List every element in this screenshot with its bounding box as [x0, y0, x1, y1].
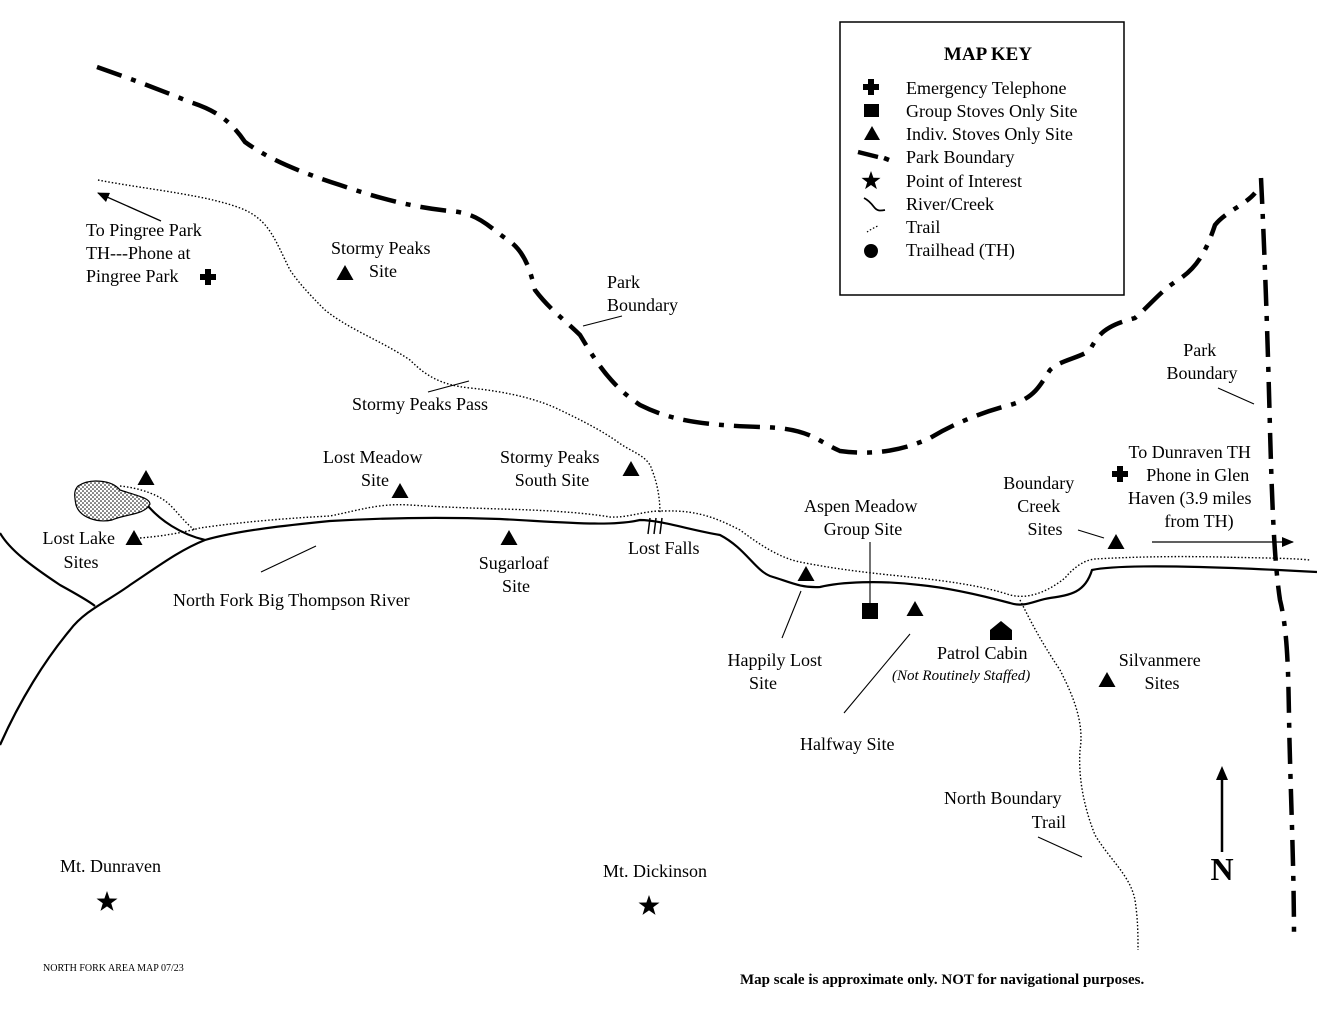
label-park-boundary-west: Park Boundary [607, 272, 678, 315]
map-disclaimer: Map scale is approximate only. NOT for n… [740, 972, 1144, 988]
key-boundary-line-icon [857, 149, 890, 163]
label-stormy-peaks-pass: Stormy Peaks Pass [352, 394, 488, 414]
key-item-label: Trail [906, 217, 940, 237]
triangle-icon[interactable] [500, 530, 518, 545]
triangle-icon[interactable] [797, 566, 815, 581]
triangle-icon[interactable] [125, 530, 143, 545]
label-park-boundary-east: Park Boundary [1167, 340, 1238, 383]
creek-west-branch [0, 532, 96, 607]
map-footer-id: NORTH FORK AREA MAP 07/23 [43, 963, 184, 974]
map-key: MAP KEY Emergency Telephone Group Stoves… [839, 21, 1125, 296]
label-pingree: To Pingree Park TH---Phone at Pingree Pa… [86, 220, 206, 286]
label-sugarloaf: Sugarloaf Site [479, 553, 553, 596]
river-north-fork [0, 516, 1317, 746]
triangle-icon[interactable] [336, 265, 354, 280]
triangle-icon[interactable] [622, 461, 640, 476]
trail-north-boundary [1019, 599, 1139, 951]
label-stormy-peaks-south: Stormy Peaks South Site [500, 447, 604, 490]
label-silvanmere: Silvanmere Sites [1119, 650, 1205, 693]
park-boundary-east [1258, 177, 1297, 941]
trail-main-valley [139, 503, 1311, 597]
lost-lake [74, 480, 151, 522]
key-triangle-icon [864, 126, 880, 140]
key-item-label: River/Creek [906, 194, 994, 214]
label-aspen-meadow: Aspen Meadow Group Site [804, 496, 922, 539]
cross-icon[interactable] [200, 269, 216, 285]
key-item-label: Emergency Telephone [906, 78, 1067, 98]
label-mt-dickinson: Mt. Dickinson [603, 861, 707, 881]
key-star-icon [861, 171, 881, 190]
patrol-cabin-icon[interactable] [990, 621, 1012, 640]
leader-lines [260, 315, 1255, 858]
triangle-icon[interactable] [1107, 534, 1125, 549]
label-lost-lake: Lost Lake Sites [43, 528, 120, 572]
key-item-label: Trailhead (TH) [906, 240, 1015, 261]
label-mt-dunraven: Mt. Dunraven [60, 856, 161, 876]
square-icon[interactable] [862, 603, 878, 619]
label-happily-lost: Happily Lost Site [728, 650, 827, 693]
park-boundary-north [96, 64, 1257, 455]
triangle-icon[interactable] [137, 470, 155, 485]
key-item-label: Indiv. Stoves Only Site [906, 124, 1073, 144]
triangle-icon[interactable] [1098, 672, 1116, 687]
key-item-label: Point of Interest [906, 171, 1022, 191]
map-key-title: MAP KEY [944, 44, 1032, 65]
star-icon[interactable] [96, 891, 118, 911]
star-icon[interactable] [638, 895, 660, 915]
label-patrol-cabin: Patrol Cabin [937, 643, 1028, 663]
triangle-icon[interactable] [906, 601, 924, 616]
label-boundary-creek: Boundary Creek Sites [1003, 473, 1079, 539]
label-north-boundary-trail: North Boundary Trail [944, 788, 1066, 832]
label-halfway: Halfway Site [800, 734, 894, 754]
lost-falls-marks [647, 517, 663, 535]
trail-pingree [97, 179, 661, 515]
key-trail-line-icon [866, 225, 879, 233]
label-lost-meadow: Lost Meadow Site [323, 447, 427, 490]
key-river-line-icon [863, 197, 886, 212]
key-circle-icon [864, 244, 878, 258]
label-stormy-peaks-site: Stormy Peaks Site [331, 238, 435, 281]
label-patrol-cabin-note: (Not Routinely Staffed) [892, 668, 1030, 684]
lost-lake-outflow [147, 505, 206, 542]
key-item-label: Park Boundary [906, 147, 1014, 167]
north-arrow: N [1210, 766, 1234, 887]
pingree-arrow [97, 192, 162, 222]
cross-icon[interactable] [1112, 466, 1128, 482]
label-lost-falls: Lost Falls [628, 538, 700, 558]
key-square-icon [864, 104, 879, 117]
key-cross-icon [863, 79, 879, 95]
key-item-label: Group Stoves Only Site [906, 101, 1078, 121]
trail-lost-lake [119, 485, 196, 531]
label-dunraven-th: To Dunraven TH Phone in Glen Haven (3.9 … [1128, 442, 1256, 532]
north-label: N [1210, 851, 1233, 887]
label-river: North Fork Big Thompson River [173, 590, 410, 610]
triangle-icon[interactable] [391, 483, 409, 498]
